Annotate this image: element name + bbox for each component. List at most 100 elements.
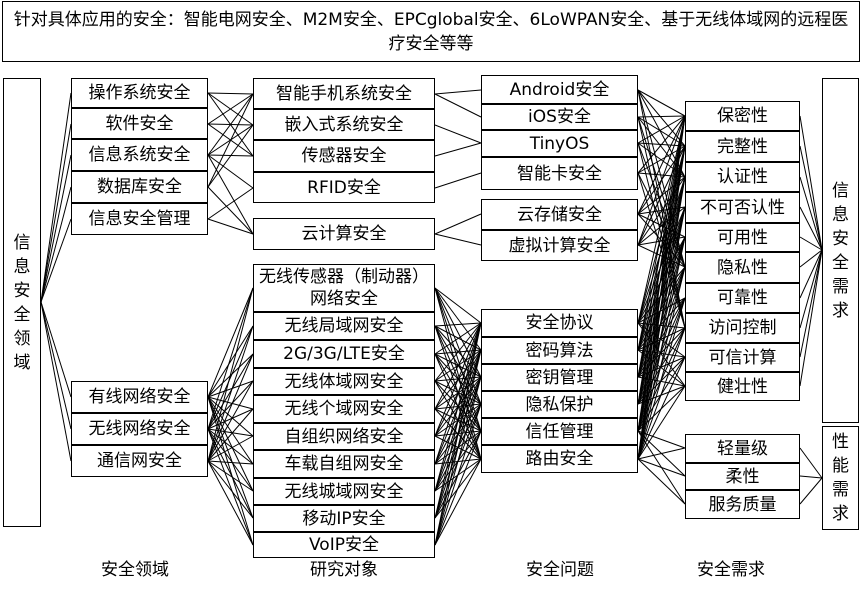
object-wban-security: 无线体域网安全 — [253, 368, 435, 395]
object-wlan-security: 无线局域网安全 — [253, 312, 435, 340]
object-label: 无线局域网安全 — [284, 316, 404, 336]
connector-line — [207, 428, 254, 465]
connector-line — [434, 287, 482, 324]
connector-line — [637, 236, 686, 460]
connector-line — [637, 115, 686, 432]
connector-line — [637, 327, 686, 378]
connector-line — [799, 249, 823, 329]
connector-line — [207, 287, 254, 462]
connector-line — [434, 349, 482, 546]
connector-line — [434, 322, 482, 410]
connector-line — [434, 322, 482, 546]
object-label: 嵌入式系统安全 — [284, 114, 404, 135]
issue-label: iOS安全 — [528, 107, 591, 127]
connector-line — [207, 287, 254, 430]
object-adhoc-security: 自组织网络安全 — [253, 423, 435, 450]
object-rfid-security: RFID安全 — [253, 172, 435, 203]
domain-label: 数据库安全 — [97, 177, 182, 197]
connector-line — [207, 93, 254, 156]
connector-line — [40, 301, 72, 398]
connector-line — [207, 460, 254, 519]
connector-line — [637, 116, 686, 147]
object-label: RFID安全 — [307, 177, 381, 198]
connector-line — [434, 322, 482, 519]
connector-line — [434, 458, 482, 546]
connector-line — [434, 403, 482, 546]
info-security-domain-box: 信息安全领域 — [3, 78, 41, 527]
connector-line — [799, 447, 823, 479]
domain-os-security: 操作系统安全 — [71, 78, 208, 108]
req-reliability: 可靠性 — [685, 283, 800, 313]
req-privacy: 隐私性 — [685, 252, 800, 283]
connector-line — [207, 460, 254, 546]
connector-line — [207, 218, 254, 235]
info-security-requirements-label: 信息安全需求 — [832, 180, 849, 321]
connector-line — [799, 249, 823, 358]
domain-label: 软件安全 — [105, 113, 174, 134]
issue-label: 安全协议 — [525, 313, 594, 333]
req-availability: 可用性 — [685, 223, 800, 252]
object-label: 无线体域网安全 — [284, 371, 404, 392]
req-non-repudiation: 不可否认性 — [685, 192, 800, 223]
issue-trust-management: 信任管理 — [481, 418, 638, 445]
object-smartphone-system-security: 智能手机系统安全 — [253, 78, 435, 109]
connector-line — [207, 428, 254, 437]
object-label: 云计算安全 — [301, 224, 387, 244]
req-label: 可靠性 — [717, 288, 768, 308]
connector-line — [637, 115, 686, 324]
issue-security-protocol: 安全协议 — [481, 309, 638, 337]
connector-line — [434, 287, 482, 432]
object-label: 2G/3G/LTE安全 — [283, 344, 405, 364]
req-integrity: 完整性 — [685, 131, 800, 162]
domain-software-security: 软件安全 — [71, 108, 208, 139]
connector-line — [207, 353, 254, 462]
connector-line — [637, 458, 686, 505]
domain-wired-network-security: 有线网络安全 — [71, 381, 208, 413]
header-box: 针对具体应用的安全：智能电网安全、M2M安全、EPCglobal安全、6LoWP… — [2, 1, 860, 62]
object-wpan-security: 无线个域网安全 — [253, 395, 435, 423]
connector-line — [637, 89, 686, 268]
connector-line — [637, 430, 686, 505]
connector-line — [207, 428, 254, 492]
connector-line — [207, 353, 254, 430]
req-label: 不可否认性 — [700, 197, 785, 218]
req-label: 柔性 — [725, 466, 760, 487]
connector-line — [637, 115, 686, 405]
issue-label: TinyOS — [529, 133, 590, 154]
connector-line — [637, 327, 686, 460]
connector-line — [637, 297, 686, 324]
connector-line — [40, 301, 72, 430]
req-qos: 服务质量 — [685, 490, 800, 519]
connector-line — [637, 115, 686, 460]
domain-label: 信息安全管理 — [88, 209, 191, 229]
connector-line — [637, 385, 686, 460]
connector-line — [434, 322, 482, 382]
column-label-domain: 安全领域 — [101, 560, 169, 580]
object-vanet-security: 车载自组网安全 — [253, 450, 435, 478]
issue-label: 隐私保护 — [525, 394, 594, 415]
req-lightweight: 轻量级 — [685, 434, 800, 463]
issue-privacy-protection: 隐私保护 — [481, 391, 638, 418]
connector-line — [40, 92, 72, 303]
connector-line — [207, 325, 254, 430]
connector-line — [799, 176, 823, 251]
req-label: 健壮性 — [717, 376, 768, 397]
req-label: 完整性 — [717, 136, 768, 157]
connector-line — [637, 322, 686, 358]
connector-line — [637, 145, 686, 460]
connector-line — [207, 93, 254, 125]
info-security-domain-label: 信息安全领域 — [13, 232, 31, 373]
connector-line — [40, 218, 72, 303]
connector-line — [434, 322, 482, 492]
connector-line — [40, 123, 72, 303]
issue-android-security: Android安全 — [481, 75, 638, 104]
connector-line — [434, 322, 482, 355]
connector-line — [207, 287, 254, 398]
req-access-control: 访问控制 — [685, 313, 800, 343]
connector-line — [207, 92, 254, 95]
connector-line — [637, 349, 686, 358]
connector-line — [40, 186, 72, 303]
object-label: 无线传感器（制动器）网络安全 — [259, 267, 429, 309]
object-label: VoIP安全 — [309, 535, 379, 555]
